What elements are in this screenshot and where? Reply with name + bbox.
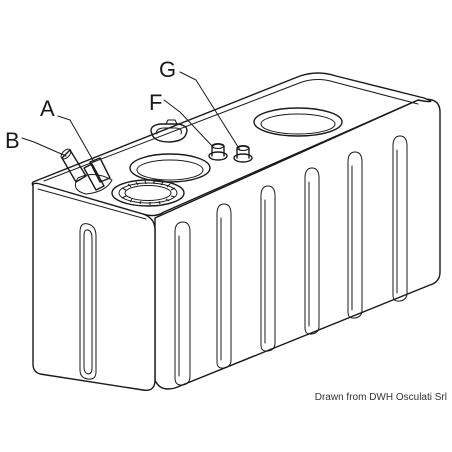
cap-ring — [111, 179, 185, 207]
label-f: F — [149, 90, 162, 115]
leader-lines — [21, 71, 241, 163]
label-b: B — [5, 128, 20, 153]
label-g: G — [159, 57, 176, 82]
hose-clip — [150, 119, 188, 143]
inspection-opening-rear — [253, 107, 343, 137]
label-a: A — [40, 96, 55, 121]
front-face — [32, 182, 156, 391]
front-recesses — [79, 223, 97, 380]
side-recesses — [174, 135, 408, 386]
side-face — [154, 98, 441, 390]
fitting-b — [60, 148, 87, 183]
fitting-a — [74, 157, 113, 195]
credit-text: Drawn from DWH Osculati Srl — [315, 392, 447, 403]
fitting-g — [233, 145, 253, 163]
